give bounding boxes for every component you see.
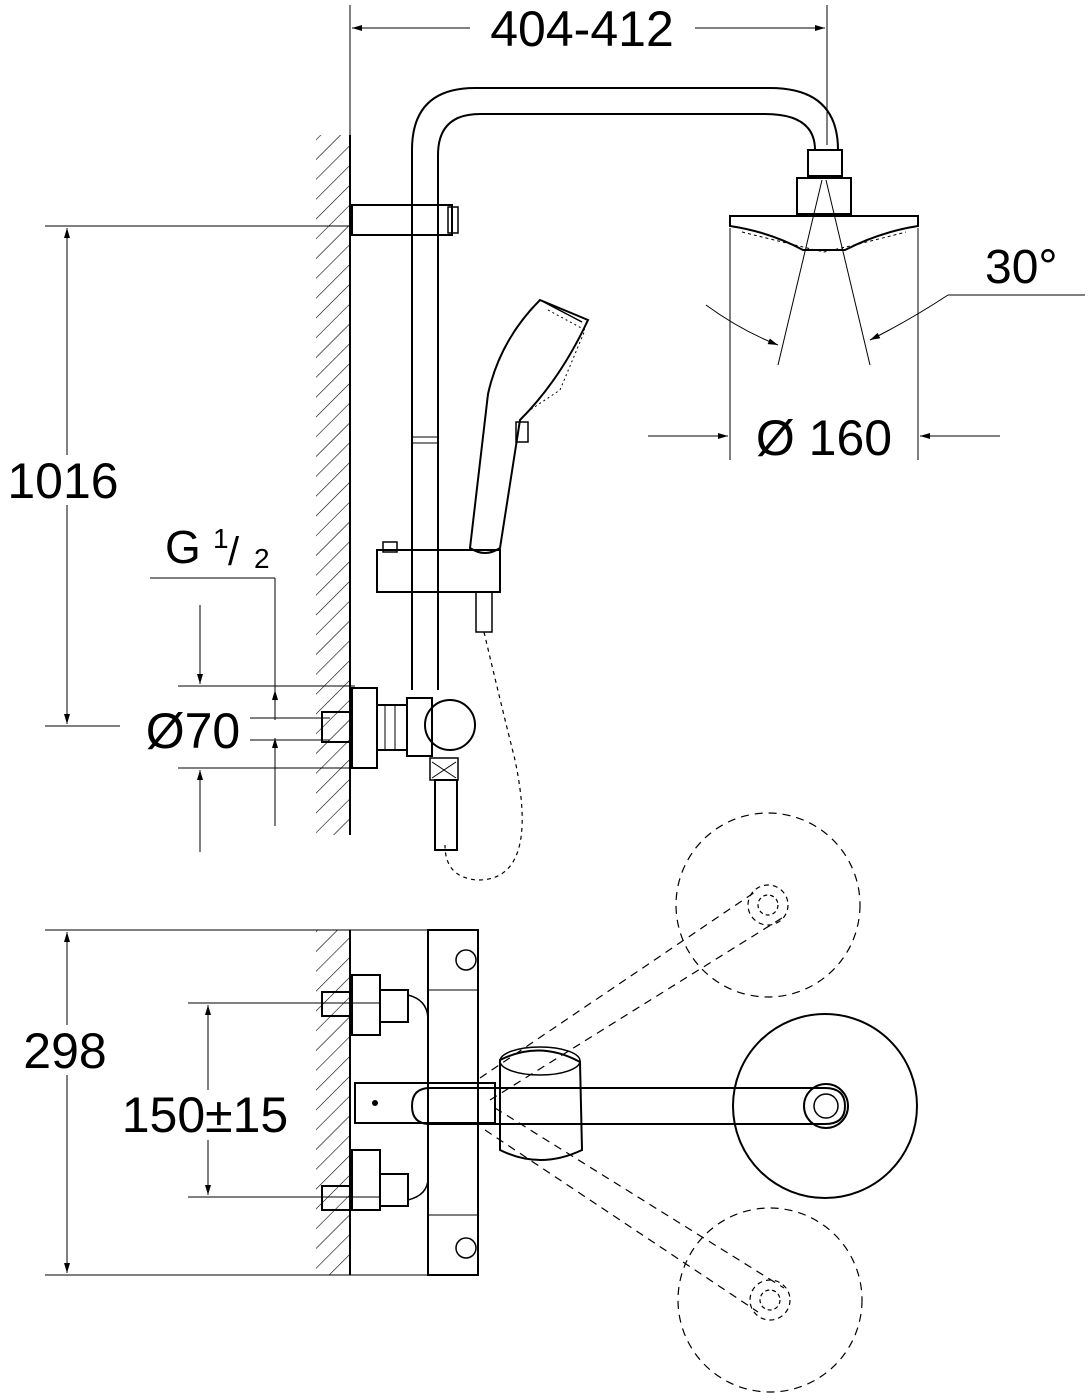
wall-bracket [351,204,453,236]
shower-arm [411,87,839,210]
plan-view: 298 150±15 [5,812,918,1393]
thread-denominator: 2 [254,543,270,574]
shower-head-swivel-up [675,812,861,998]
rail-arm-plan [410,1087,847,1125]
shower-head-swivel-down [677,1207,863,1393]
head-diameter-label: Ø 160 [756,410,892,466]
diverter-knob [424,699,476,751]
inlet-spacing-label: 150±15 [122,1087,288,1143]
escutcheon-diameter-label: Ø70 [146,703,241,759]
shower-head [729,215,919,251]
wall-hatching-plan [316,930,350,1275]
hand-shower [468,298,590,554]
thread-slash: / [228,530,240,574]
arm-reach-label: 404-412 [490,1,674,57]
depth-label: 298 [23,1023,106,1079]
side-elevation-view: 404-412 30° Ø 160 [0,1,1085,881]
slider-holder [376,549,501,593]
mixer-body [351,687,378,769]
thermostat-body [427,929,479,1276]
shower-head-plan [732,1013,918,1199]
hose [444,631,523,881]
hand-shower-plan [499,1049,584,1161]
rail-height-label: 1016 [7,453,118,509]
thread-numerator: 1 [213,523,229,554]
head-angle-label: 30° [985,241,1058,294]
thread-label: G [165,521,201,573]
